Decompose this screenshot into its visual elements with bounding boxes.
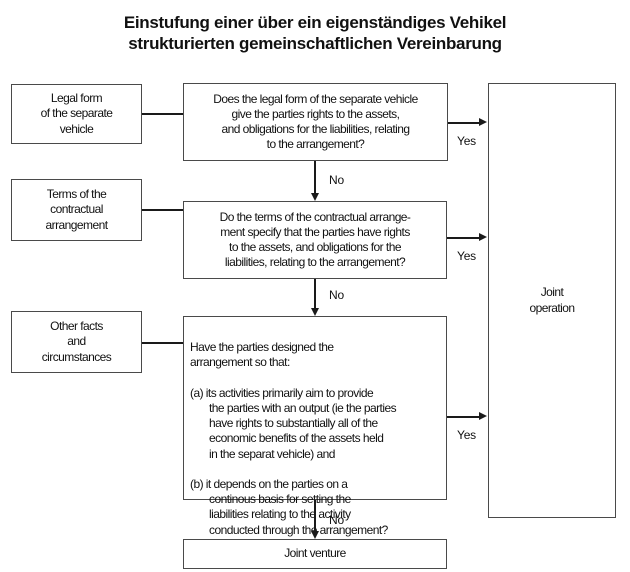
edge-label-no-1: No	[329, 173, 344, 187]
yes-arrow-line-1	[448, 122, 479, 124]
arrowhead-down-2	[310, 308, 319, 316]
arrowhead-down-3	[310, 531, 319, 539]
question-box-other-facts: Have the parties designed the arrangemen…	[183, 316, 447, 537]
question-3-item-b: (b) it depends on the parties on a conti…	[190, 477, 388, 537]
arrowhead-right-1	[479, 118, 487, 126]
edge-label-yes-3: Yes	[457, 428, 476, 442]
question-box-contractual-terms: Do the terms of the contractual arrange-…	[183, 201, 447, 279]
arrowhead-down-1	[310, 193, 319, 201]
no-arrow-line-2	[314, 279, 316, 309]
connector-contractual-terms	[142, 209, 183, 211]
input-box-other-facts: Other facts and circumstances	[11, 311, 142, 373]
question-3-intro: Have the parties designed the arrangemen…	[190, 340, 334, 370]
arrowhead-right-3	[479, 412, 487, 420]
edge-label-yes-2: Yes	[457, 249, 476, 263]
yes-arrow-line-3	[447, 416, 479, 418]
connector-other-facts	[142, 342, 183, 344]
edge-label-no-2: No	[329, 288, 344, 302]
diagram-title: Einstufung einer über ein eigenständiges…	[123, 13, 507, 53]
no-arrow-line-3	[314, 500, 316, 532]
no-arrow-line-1	[314, 161, 316, 194]
input-box-legal-form: Legal form of the separate vehicle	[11, 84, 142, 144]
question-3-item-a: (a) its activities primarily aim to prov…	[190, 385, 397, 461]
edge-label-no-3: No	[329, 513, 344, 527]
edge-label-yes-1: Yes	[457, 134, 476, 148]
outcome-box-joint-operation: Joint operation	[488, 83, 616, 518]
input-box-contractual-terms: Terms of the contractual arrangement	[11, 179, 142, 241]
question-box-legal-form: Does the legal form of the separate vehi…	[183, 83, 448, 161]
outcome-box-joint-venture: Joint venture	[183, 539, 447, 569]
yes-arrow-line-2	[447, 237, 479, 239]
arrowhead-right-2	[479, 233, 487, 241]
connector-legal-form	[142, 113, 183, 115]
